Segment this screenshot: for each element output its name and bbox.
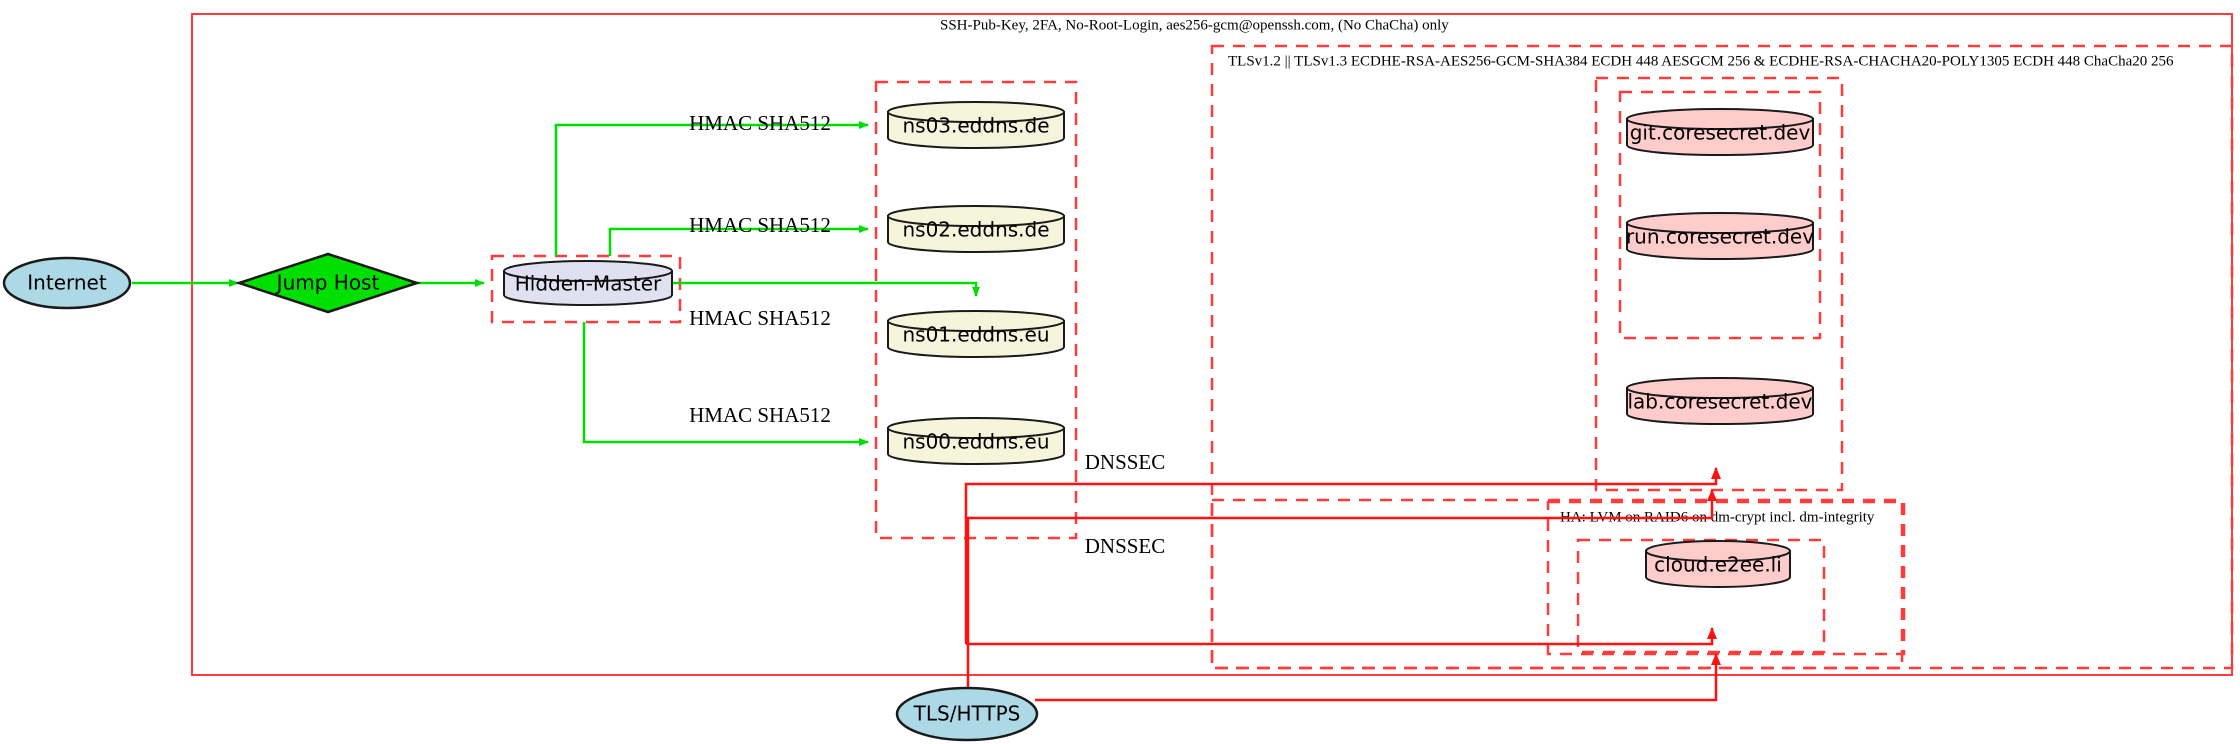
edge-label-hmac-ns01: HMAC SHA512 [689, 306, 831, 330]
node-ns00[interactable]: ns00.eddns.eu [887, 417, 1065, 465]
node-hidden-master-label: Hidden-Master [515, 272, 662, 296]
cluster-ssh-zone [191, 13, 2233, 676]
node-internet[interactable]: Internet [2, 256, 132, 310]
edge-tlshttps-to-cloud [1035, 653, 1721, 702]
edge-hiddenmaster-to-ns02 [608, 225, 869, 256]
node-ns01-top [887, 310, 1065, 332]
node-tls-https[interactable]: TLS/HTTPS [895, 686, 1039, 742]
node-ns03[interactable]: ns03.eddns.de [887, 101, 1065, 149]
node-lab-coresecret[interactable]: lab.coresecret.dev [1626, 377, 1814, 425]
node-hidden-master[interactable]: Hidden-Master [503, 260, 673, 306]
edge-tlshttps-to-coresecret [966, 489, 1717, 700]
node-lab-coresecret-top [1626, 377, 1814, 399]
node-git-coresecret-label: git.coresecret.dev [1630, 121, 1811, 145]
edge-label-dnssec-1: DNSSEC [1085, 450, 1166, 474]
node-run-coresecret-top [1626, 212, 1814, 234]
edge-dnssec-upper-branch [964, 467, 1721, 644]
edge-hiddenmaster-to-ns03 [554, 121, 869, 256]
node-ns00-top [887, 417, 1065, 439]
node-git-coresecret-top [1626, 108, 1814, 130]
node-internet-shape [2, 256, 132, 310]
node-lab-coresecret-label: lab.coresecret.dev [1627, 390, 1812, 414]
node-ns02-label: ns02.eddns.de [902, 218, 1049, 242]
node-hidden-master-top [503, 260, 673, 282]
edge-lower-to-cloud [966, 627, 1717, 646]
cluster-hidden-master-zone [490, 254, 682, 324]
cluster-coresecret-zone [1594, 76, 1844, 492]
node-ns03-label: ns03.eddns.de [902, 114, 1049, 138]
cluster-ha-zone [1546, 500, 1906, 656]
edge-label-hmac-ns02: HMAC SHA512 [689, 213, 831, 237]
node-git-coresecret[interactable]: git.coresecret.dev [1626, 108, 1814, 156]
node-run-coresecret[interactable]: run.coresecret.dev [1626, 212, 1814, 260]
cluster-nameserver-zone [874, 80, 1078, 540]
node-ns02-top [887, 205, 1065, 227]
cluster-inner-services-zone [1618, 90, 1822, 340]
node-tls-https-shape [895, 686, 1039, 742]
edge-label-dnssec-2: DNSSEC [1085, 534, 1166, 558]
node-jump-host[interactable]: Jump Host [234, 252, 422, 314]
cluster-cloud-zone [1576, 538, 1826, 654]
node-ns03-top [887, 101, 1065, 123]
node-ns01-label: ns01.eddns.eu [902, 323, 1049, 347]
cluster-ssh-zone-label: SSH-Pub-Key, 2FA, No-Root-Login, aes256-… [940, 17, 1449, 33]
cluster-ha-zone-label: HA: LVM on RAID6 on dm-crypt incl. dm-in… [1560, 509, 1875, 525]
edge-hiddenmaster-to-ns00 [582, 322, 869, 446]
cluster-tls-zone-label: TLSv1.2 || TLSv1.3 ECDHE-RSA-AES256-GCM-… [1228, 53, 2174, 69]
edge-label-hmac-ns03: HMAC SHA512 [689, 111, 831, 135]
node-ns02[interactable]: ns02.eddns.de [887, 205, 1065, 253]
node-ns01[interactable]: ns01.eddns.eu [887, 310, 1065, 358]
node-jump-host-label: Jump Host [275, 271, 380, 295]
node-cloud-e2ee-label: cloud.e2ee.li [1654, 553, 1782, 577]
node-run-coresecret-label: run.coresecret.dev [1626, 225, 1814, 249]
node-tls-https-label: TLS/HTTPS [913, 702, 1021, 726]
node-internet-label: Internet [27, 271, 107, 295]
node-ns00-label: ns00.eddns.eu [902, 430, 1049, 454]
node-cloud-e2ee-top [1645, 540, 1791, 562]
edge-hiddenmaster-to-ns01 [668, 281, 980, 297]
node-jump-host-shape [234, 252, 422, 314]
node-cloud-e2ee[interactable]: cloud.e2ee.li [1645, 540, 1791, 588]
cluster-dnssec-zone [1210, 498, 1904, 670]
edge-label-hmac-ns00: HMAC SHA512 [689, 403, 831, 427]
